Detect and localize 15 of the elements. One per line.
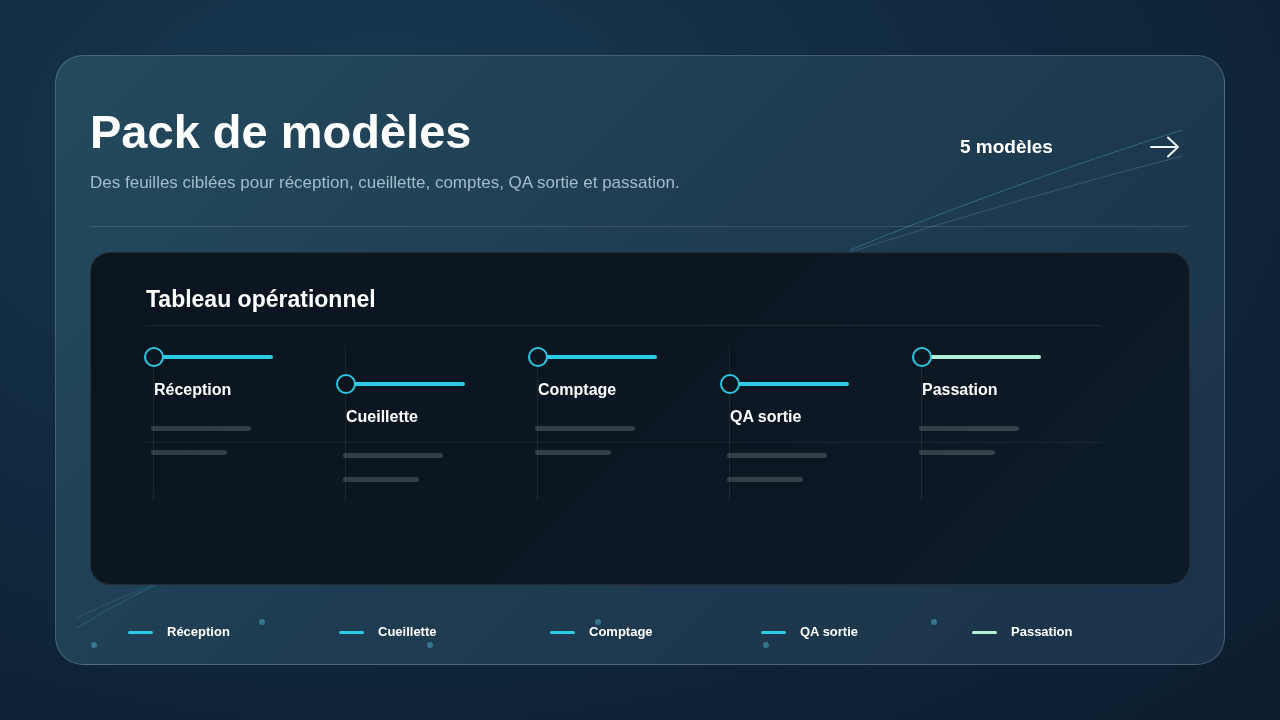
legend-label: QA sortie <box>800 623 859 642</box>
step-label: Comptage <box>538 380 617 400</box>
legend-label: Cueillette <box>378 623 437 642</box>
page-title: Pack de modèles <box>90 106 472 158</box>
legend-label: Passation <box>1011 623 1073 642</box>
panel-title: Tableau opérationnel <box>146 285 376 313</box>
legend-label: Réception <box>167 623 230 642</box>
legend-label: Comptage <box>589 623 653 642</box>
step-label: QA sortie <box>730 407 802 427</box>
subtitle: Des feuilles ciblées pour réception, cueillette, comptes, QA sortie et passation. <box>90 172 680 194</box>
step-label: Passation <box>922 380 998 400</box>
step-label: Réception <box>154 380 232 400</box>
step-label: Cueillette <box>346 407 418 427</box>
count-label: 5 modèles <box>960 135 1053 159</box>
dashboard-panel <box>90 252 1190 585</box>
